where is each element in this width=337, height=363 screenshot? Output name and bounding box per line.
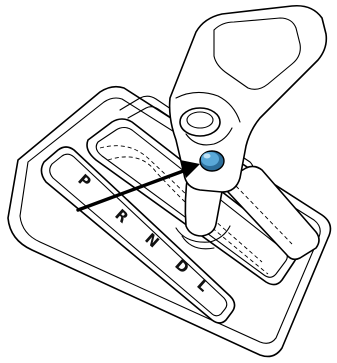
shift-lock-release-button [200, 151, 224, 171]
